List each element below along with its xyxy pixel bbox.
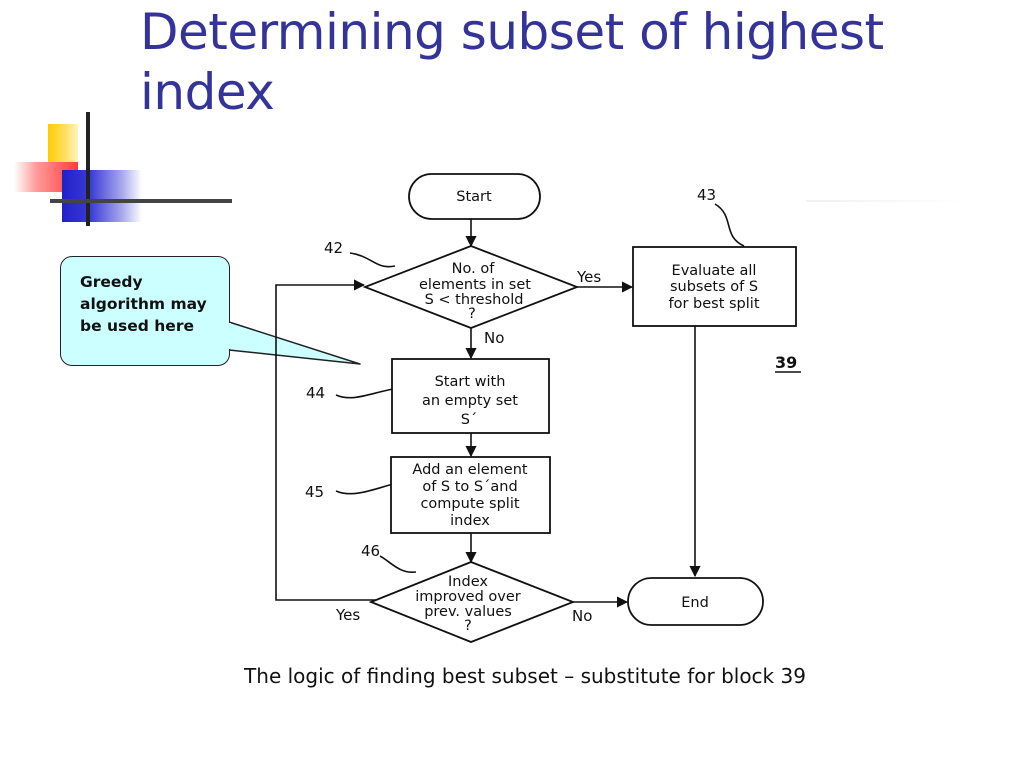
- ref-39: 39: [775, 353, 797, 372]
- leader-44: [335, 388, 394, 399]
- box-45-shape: [390, 456, 551, 534]
- start-label: Start: [456, 189, 492, 205]
- box-45-line: compute split: [420, 496, 519, 512]
- box-45-line: index: [450, 513, 490, 529]
- yes-label-46: Yes: [335, 606, 360, 624]
- yes-label-42: Yes: [576, 268, 601, 286]
- no-label-42: No: [484, 329, 504, 347]
- leader-45: [335, 483, 394, 495]
- box-43-shape: [632, 246, 797, 327]
- box-43-line: for best split: [668, 296, 759, 312]
- decoration-vertical-line: [86, 112, 90, 226]
- decision-46-line: ?: [464, 618, 472, 634]
- decision-46-line: improved over: [415, 589, 521, 605]
- box-44-line: an empty set: [422, 393, 518, 409]
- leader-46: [379, 555, 417, 573]
- ref-43: 43: [697, 186, 716, 204]
- decision-42-line: ?: [468, 306, 476, 322]
- box-45-line: of S to S´and: [422, 479, 517, 495]
- box-44-line: Start with: [435, 374, 506, 390]
- box-43-line: Evaluate all: [672, 263, 757, 279]
- leader-42: [349, 252, 396, 268]
- end-label: End: [681, 595, 709, 611]
- decision-42-line: S < threshold: [425, 292, 524, 308]
- decoration-title-rule: [806, 200, 966, 202]
- decision-46-line: Index: [448, 574, 488, 590]
- box-43-line: subsets of S: [670, 279, 758, 295]
- decision-42-line: elements in set: [419, 277, 531, 293]
- page-title: Determining subset of highest index: [140, 3, 884, 121]
- callout-box: Greedy algorithm may be used here: [60, 256, 230, 366]
- ref-42: 42: [324, 239, 343, 257]
- decision-46-line: prev. values: [424, 604, 512, 620]
- decision-42-line: No. of: [452, 261, 496, 277]
- ref-44: 44: [306, 384, 325, 402]
- no-label-46: No: [572, 607, 592, 625]
- callout-text: Greedy algorithm may be used here: [80, 273, 207, 335]
- ref-45: 45: [305, 483, 324, 501]
- decoration-horizontal-line: [50, 199, 232, 203]
- ref-46: 46: [361, 542, 380, 560]
- decision-42-shape: [362, 245, 580, 329]
- box-44-shape: [391, 358, 550, 434]
- arrow-46-yes-loop-to-42: [275, 279, 376, 601]
- end-terminator: [627, 577, 764, 626]
- decision-46-shape: [368, 561, 576, 643]
- start-terminator: [408, 173, 541, 220]
- decoration-blue-square: [62, 170, 142, 222]
- slide-caption: The logic of finding best subset – subst…: [244, 664, 806, 688]
- leader-43: [714, 203, 745, 247]
- box-45-line: Add an element: [412, 462, 527, 478]
- box-44-line: S´: [461, 412, 477, 428]
